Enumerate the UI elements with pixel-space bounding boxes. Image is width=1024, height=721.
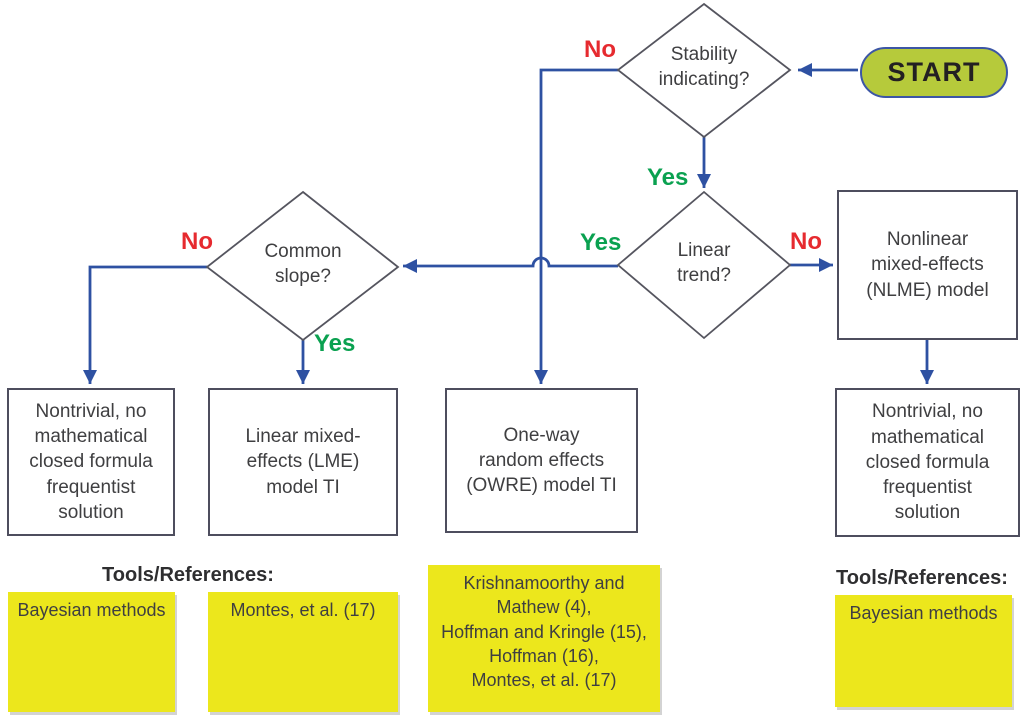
nontrivial-right-label: Nontrivial, no mathematical closed formu…	[865, 401, 990, 524]
linear-yes-label: Yes	[580, 229, 622, 256]
linear-no-label: No	[790, 228, 822, 255]
start-node: START	[860, 47, 1008, 98]
arrow-stability-no-to-owre	[534, 68, 618, 384]
tools-references-heading-right: Tools/References:	[836, 567, 1008, 589]
reference-box-bayesian-left: Bayesian methods	[8, 592, 175, 712]
nlme-model-label: Nonlinear mixed-effects (NLME) model	[866, 229, 989, 301]
reference-box-montes: Montes, et al. (17)	[208, 592, 398, 712]
arrow-linear-yes-to-common	[403, 256, 618, 273]
nontrivial-left-label: Nontrivial, no mathematical closed formu…	[29, 400, 153, 523]
linear-trend-diamond-label: Linear trend?	[677, 240, 731, 287]
nlme-model-box: Nonlinear mixed-effects (NLME) model	[837, 190, 1018, 340]
common-slope-diamond-label: Common slope?	[264, 241, 342, 288]
nontrivial-left-box: Nontrivial, no mathematical closed formu…	[7, 388, 175, 536]
arrow-common-no-to-nontrivial-left	[83, 265, 207, 384]
owre-model-box: One-way random effects (OWRE) model TI	[445, 388, 638, 533]
stability-yes-label: Yes	[647, 164, 689, 191]
reference-box-bayesian-right: Bayesian methods	[835, 595, 1012, 707]
tools-references-heading-left: Tools/References:	[102, 564, 274, 586]
lme-model-box: Linear mixed- effects (LME) model TI	[208, 388, 398, 536]
linear-trend-diamond	[616, 190, 792, 340]
common-yes-label: Yes	[314, 330, 356, 357]
nontrivial-right-box: Nontrivial, no mathematical closed formu…	[835, 388, 1020, 537]
stability-diamond	[616, 2, 792, 139]
stability-diamond-label: Stability indicating?	[658, 44, 750, 91]
owre-model-label: One-way random effects (OWRE) model TI	[466, 424, 617, 497]
reference-box-krishnamoorthy-group: Krishnamoorthy and Mathew (4), Hoffman a…	[428, 565, 660, 712]
common-slope-diamond	[205, 190, 400, 342]
common-no-label: No	[181, 228, 213, 255]
lme-model-label: Linear mixed- effects (LME) model TI	[245, 426, 361, 498]
stability-no-label: No	[584, 36, 616, 63]
